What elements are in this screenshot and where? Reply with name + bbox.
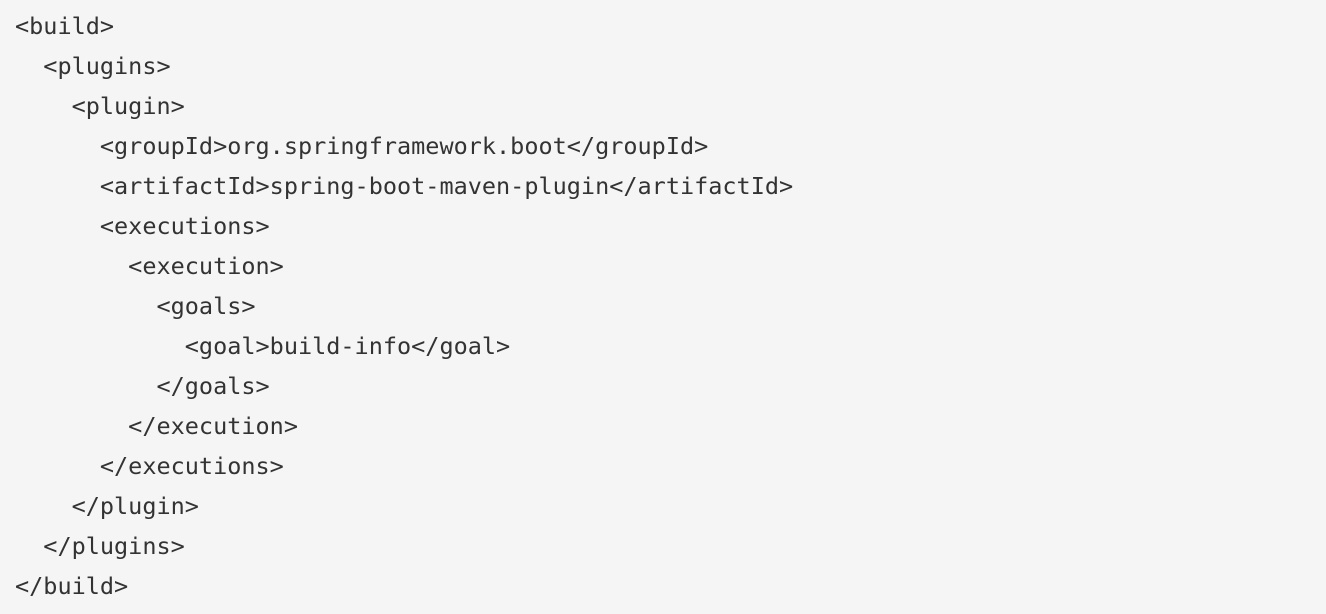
code-line-plugins-open: <plugins> [15, 52, 171, 80]
code-line-plugin-open: <plugin> [15, 92, 185, 120]
code-line-plugin-close: </plugin> [15, 492, 199, 520]
code-line-executions-open: <executions> [15, 212, 270, 240]
code-line-goals-close: </goals> [15, 372, 270, 400]
code-line-plugins-close: </plugins> [15, 532, 185, 560]
code-line-execution-open: <execution> [15, 252, 284, 280]
code-line-artifact-id: <artifactId>spring-boot-maven-plugin</ar… [15, 172, 794, 200]
code-line-goals-open: <goals> [15, 292, 256, 320]
code-line-group-id: <groupId>org.springframework.boot</group… [15, 132, 709, 160]
code-line-execution-close: </execution> [15, 412, 298, 440]
code-line-build-close: </build> [15, 572, 129, 600]
code-line-executions-close: </executions> [15, 452, 284, 480]
code-line-build-open: <build> [15, 12, 115, 40]
code-line-goal: <goal>build-info</goal> [15, 332, 511, 360]
